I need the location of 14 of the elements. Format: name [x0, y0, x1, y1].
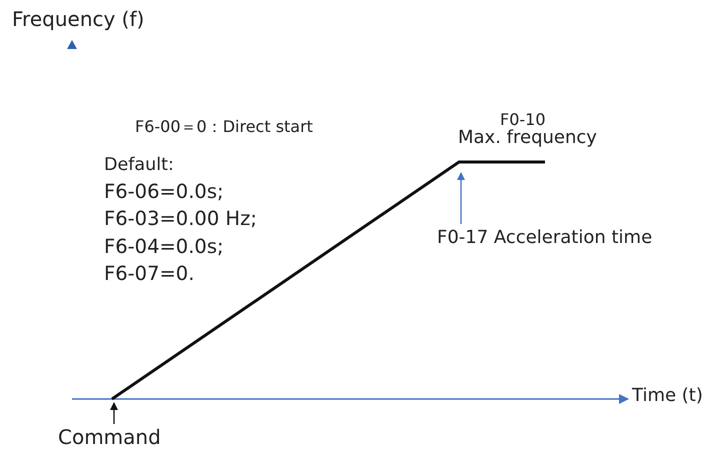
parameter-name: Max. frequency [458, 128, 597, 149]
leader-arrow [110, 402, 118, 424]
leader-text: Command [58, 426, 161, 449]
parameter-note: F6-00＝0：Direct start [135, 118, 313, 136]
axis-label: Frequency (f) [12, 8, 144, 31]
leader-text: F0-17 Acceleration time [437, 228, 652, 249]
parameter-value: F6-07=0. [104, 263, 194, 286]
note-heading: Default: [104, 155, 174, 176]
parameter-value: F6-06=0.0s; [104, 181, 224, 204]
parameter-value: F6-03=0.00 Hz; [104, 208, 257, 230]
leader-arrow [457, 172, 465, 224]
axis-label: Time (t) [632, 386, 703, 407]
parameter-code: F0-10 [500, 111, 546, 129]
parameter-value: F6-04=0.0s; [104, 236, 224, 258]
